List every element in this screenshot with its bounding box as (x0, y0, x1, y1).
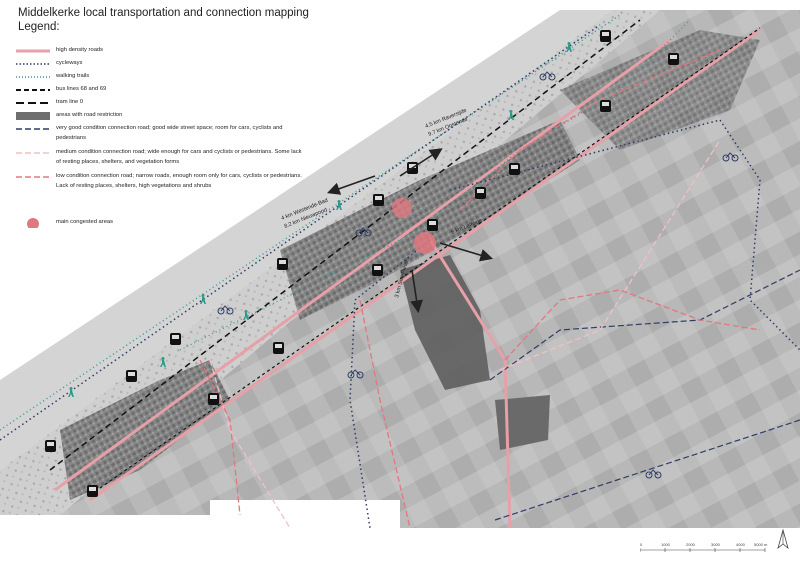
legend-symbol (16, 76, 50, 78)
title-line-1: Middelkerke local transportation and con… (18, 7, 309, 19)
legend-label: high density roads (56, 47, 104, 53)
legend-label: tram line 0 (56, 99, 84, 105)
low-connection-roads (199, 49, 761, 529)
legend-symbol (16, 102, 50, 104)
restricted-area-south (400, 255, 490, 390)
walking-trail-coast (0, 14, 621, 431)
scale-label: 5000 m (754, 542, 768, 547)
direction-arrow-icon (439, 242, 494, 262)
medium-connection-roads (209, 139, 721, 529)
bus-line-68-69 (89, 27, 761, 496)
legend-label: low condition connection road; narrow ro… (56, 173, 302, 189)
north-arrow-icon (777, 528, 789, 550)
built-area-west (60, 360, 230, 500)
legend-symbol (16, 49, 50, 53)
legend-symbol (16, 128, 50, 130)
legend-label: areas with road restriction (56, 112, 123, 118)
very-good-connection-roads (489, 269, 800, 521)
legend-symbol (27, 218, 39, 228)
scale-bar: 0 1000 2000 3000 4000 5000 m (640, 542, 768, 552)
title-line-2: Legend: (18, 21, 60, 33)
direction-arrow-icon (326, 175, 376, 195)
scale-label: 3000 (711, 542, 721, 547)
legend-symbol (16, 89, 50, 91)
legend-symbol (16, 112, 50, 120)
legend-label: medium condition connection road; wide e… (56, 149, 302, 165)
tram-line (49, 19, 641, 471)
congestion-area-center (414, 232, 436, 254)
legend-label: cycleways (56, 60, 83, 66)
built-area-east (560, 30, 760, 150)
legend-label: bus lines 68 and 69 (56, 86, 107, 92)
legend-symbol (16, 63, 50, 65)
legend-symbol (16, 176, 50, 178)
legend-label: walking trails (56, 73, 90, 79)
direction-arrows (326, 148, 494, 314)
scale-label: 2000 (686, 542, 696, 547)
map-title: Middelkerke local transportation and con… (18, 6, 309, 34)
cycleways (0, 24, 800, 529)
legend-label: very good condition connection road; goo… (56, 125, 283, 141)
scale-label: 0 (640, 542, 643, 547)
direction-arrow-icon (399, 148, 443, 177)
pedestrian-icons (68, 42, 572, 397)
scale-label: 1000 (661, 542, 671, 547)
white-inset-gap (210, 500, 400, 528)
bicycle-icons (217, 71, 739, 479)
legend-label: main congested areas (56, 219, 114, 225)
bus-icons (45, 30, 679, 497)
scale-label: 4000 (736, 542, 746, 547)
direction-arrow-icon (410, 269, 423, 314)
legend-symbol (16, 152, 50, 154)
congestion-area-beach (392, 198, 412, 218)
